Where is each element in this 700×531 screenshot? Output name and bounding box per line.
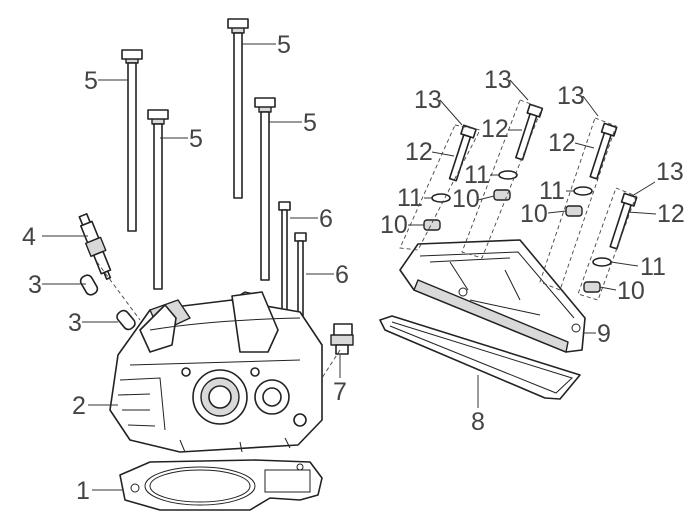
- grommet-b: [493, 189, 511, 201]
- callout-10-c: 10: [520, 200, 548, 228]
- callout-13-c: 13: [557, 82, 585, 110]
- grommet-d: [583, 281, 601, 293]
- temperature-sensor: [330, 323, 354, 355]
- dowel-pin-1: [79, 274, 99, 296]
- bolt-long-4: [254, 97, 276, 281]
- callout-9: 9: [597, 320, 611, 348]
- callout-2: 2: [72, 392, 86, 420]
- callout-7: 7: [333, 378, 347, 406]
- callout-3-upper: 3: [28, 271, 42, 299]
- washer-a: [431, 193, 451, 203]
- washer-d: [592, 257, 612, 267]
- assembly-guides: [96, 99, 637, 379]
- bolt-long-3: [227, 18, 249, 199]
- callout-5-b: 5: [189, 125, 203, 153]
- callout-10-a: 10: [380, 211, 408, 239]
- callout-5-c: 5: [277, 31, 291, 59]
- bolt-long-1: [121, 49, 143, 232]
- callout-5-a: 5: [84, 67, 98, 95]
- callout-labels: 1 2 3 3 4 5 5 5 5 6 6 7 8 9 10 10 10 10 …: [22, 31, 685, 505]
- callout-12-c: 12: [548, 129, 576, 157]
- callout-13-b: 13: [484, 66, 512, 94]
- callout-11-c: 11: [539, 177, 565, 205]
- cover-bolt-d: [609, 192, 638, 250]
- callout-6-b: 6: [335, 261, 349, 289]
- cover-bolt-c: [589, 122, 618, 180]
- callout-5-d: 5: [303, 109, 317, 137]
- callout-12-a: 12: [405, 138, 433, 166]
- callout-12-d: 12: [657, 200, 685, 228]
- head-gasket: [119, 459, 323, 511]
- cylinder-head: [109, 291, 323, 453]
- bolt-short-1: [278, 201, 291, 323]
- grommet-a: [423, 219, 441, 231]
- grommet-c: [565, 205, 583, 217]
- callout-13-a: 13: [414, 86, 442, 114]
- callout-12-b: 12: [481, 115, 509, 143]
- valve-cover-gasket: [379, 315, 581, 400]
- valve-cover: [399, 239, 586, 353]
- spark-plug: [78, 213, 112, 280]
- cover-bolt-b: [515, 103, 544, 161]
- callout-1: 1: [76, 477, 90, 505]
- callout-10-d: 10: [617, 277, 645, 305]
- callout-4: 4: [22, 223, 36, 251]
- washer-c: [573, 186, 593, 196]
- bolt-long-2: [147, 109, 169, 290]
- callout-11-d: 11: [640, 253, 666, 281]
- callout-13-d: 13: [656, 158, 684, 186]
- callout-11-b: 11: [464, 161, 490, 189]
- callout-11-a: 11: [397, 184, 423, 212]
- callout-6-a: 6: [319, 205, 333, 233]
- callout-3-lower: 3: [68, 309, 82, 337]
- callout-8: 8: [471, 408, 485, 436]
- dowel-pin-2: [116, 309, 136, 331]
- leader-lines: [42, 43, 657, 491]
- callout-10-b: 10: [452, 185, 480, 213]
